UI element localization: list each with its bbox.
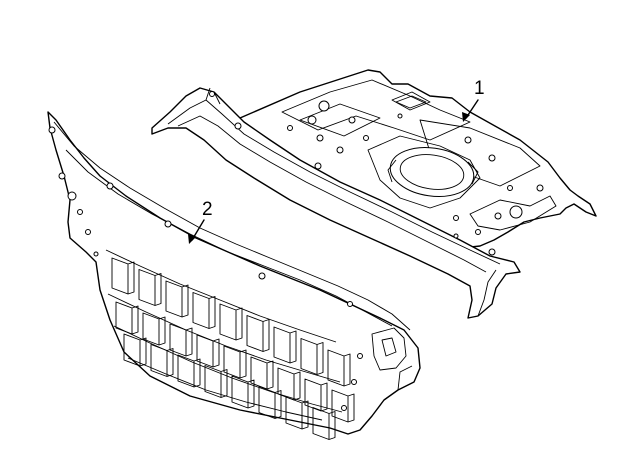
louver-slots	[111, 257, 355, 440]
louver-slot	[150, 344, 174, 377]
louver-slot	[285, 396, 309, 430]
part-2-rear-panel	[47, 111, 421, 440]
louver-slot	[273, 326, 297, 364]
louver-slot	[327, 349, 351, 387]
callout-label-1: 1	[474, 78, 485, 99]
louver-slot	[300, 338, 324, 375]
louver-slot	[169, 323, 193, 357]
louver-slot	[196, 334, 220, 368]
louver-slot	[177, 354, 201, 388]
louver-slot	[115, 301, 139, 335]
louver-slot	[231, 375, 255, 409]
louver-slot	[219, 303, 243, 341]
part-1-floor-pan	[151, 69, 597, 319]
louver-slot	[304, 378, 328, 412]
louver-slot	[204, 365, 228, 398]
leader-arrow-1	[462, 112, 470, 122]
leader-arrow-2	[188, 234, 196, 244]
louver-slot	[331, 389, 355, 423]
louver-slot	[223, 345, 247, 379]
louver-slot	[258, 386, 282, 419]
louver-slot	[123, 333, 147, 367]
louver-slot	[192, 292, 216, 329]
louver-slot	[165, 280, 189, 318]
louver-slot	[250, 356, 274, 390]
louver-slot	[312, 407, 336, 440]
louver-slot	[142, 312, 166, 346]
callout-label-2: 2	[202, 199, 213, 220]
louver-slot	[246, 315, 270, 352]
louver-slot	[138, 269, 162, 306]
louver-slot	[111, 257, 135, 295]
